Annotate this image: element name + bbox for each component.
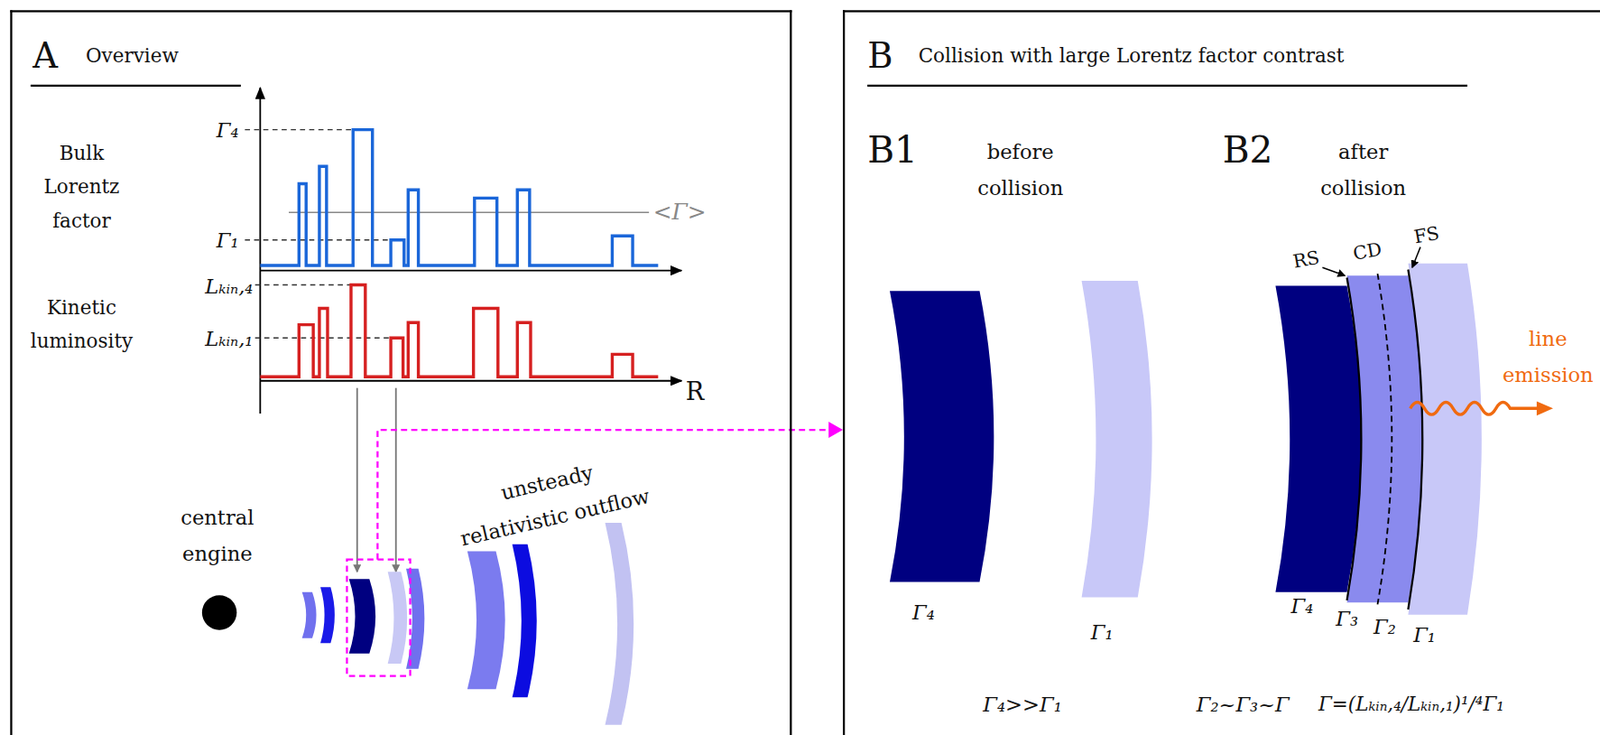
label: Kinetic luminosity bbox=[28, 290, 136, 359]
shells bbox=[302, 263, 1482, 725]
panel: A Overview bbox=[9, 9, 792, 735]
panel: B Collision with large Lorentz factor con… bbox=[842, 9, 1600, 735]
axes bbox=[259, 87, 682, 414]
label: Γ₂~Γ₃~Γ bbox=[1196, 685, 1290, 722]
label: Γ₁ bbox=[216, 222, 240, 259]
label: Γ₁ bbox=[1413, 617, 1436, 654]
label: B1 bbox=[867, 118, 918, 183]
title-rules bbox=[30, 84, 1468, 87]
shell bbox=[1082, 280, 1153, 598]
label: CD bbox=[1350, 232, 1385, 270]
shell bbox=[512, 544, 537, 698]
mean-line bbox=[288, 211, 649, 213]
label: line emission bbox=[1500, 321, 1596, 393]
label: R bbox=[685, 369, 704, 413]
label: RS bbox=[1290, 240, 1323, 278]
label: Lₖᵢₙ,₄ bbox=[204, 268, 253, 306]
label: Γ₁ bbox=[1091, 614, 1114, 651]
shock-lines bbox=[1322, 247, 1423, 610]
label: central engine bbox=[178, 499, 257, 572]
label: Bulk Lorentz factor bbox=[41, 136, 121, 239]
panel-title: Overview bbox=[85, 42, 179, 68]
shell bbox=[349, 578, 376, 654]
shell bbox=[320, 586, 335, 643]
label: Lₖᵢₙ,₁ bbox=[204, 321, 253, 358]
shell bbox=[1275, 286, 1361, 592]
label: Γ₄ bbox=[216, 112, 240, 149]
shell bbox=[406, 568, 425, 669]
label: Γ₄ bbox=[912, 594, 935, 631]
shell bbox=[605, 522, 635, 725]
label: <Γ> bbox=[653, 192, 707, 232]
label: after collision bbox=[1318, 134, 1409, 206]
selection-box bbox=[346, 559, 410, 676]
label: before collision bbox=[975, 134, 1066, 206]
emission-wave bbox=[1410, 402, 1539, 416]
luminosity-trace bbox=[259, 284, 658, 377]
panel-title: Collision with large Lorentz factor cont… bbox=[918, 42, 1345, 68]
panel-letter: A bbox=[32, 32, 58, 78]
label: Γ=(Lₖᵢₙ,₄/Lₖᵢₙ,₁)¹/⁴Γ₁ bbox=[1318, 686, 1505, 722]
label: Γ₂ bbox=[1373, 608, 1397, 645]
label: FS bbox=[1411, 216, 1443, 253]
central-engine bbox=[202, 594, 237, 629]
label: B2 bbox=[1222, 118, 1274, 183]
zoom-arrow bbox=[377, 429, 829, 560]
shell bbox=[467, 551, 506, 690]
zoom-arrowhead bbox=[828, 421, 843, 438]
lorentz-trace bbox=[259, 129, 658, 266]
shell bbox=[302, 591, 317, 639]
shell bbox=[889, 290, 994, 582]
label: Γ₄ bbox=[1290, 588, 1314, 625]
shell bbox=[388, 571, 407, 664]
label: Γ₃ bbox=[1335, 600, 1359, 637]
label: Γ₄>>Γ₁ bbox=[982, 685, 1062, 722]
panel-letter: B bbox=[867, 32, 893, 78]
emission-arrowhead bbox=[1536, 400, 1554, 416]
